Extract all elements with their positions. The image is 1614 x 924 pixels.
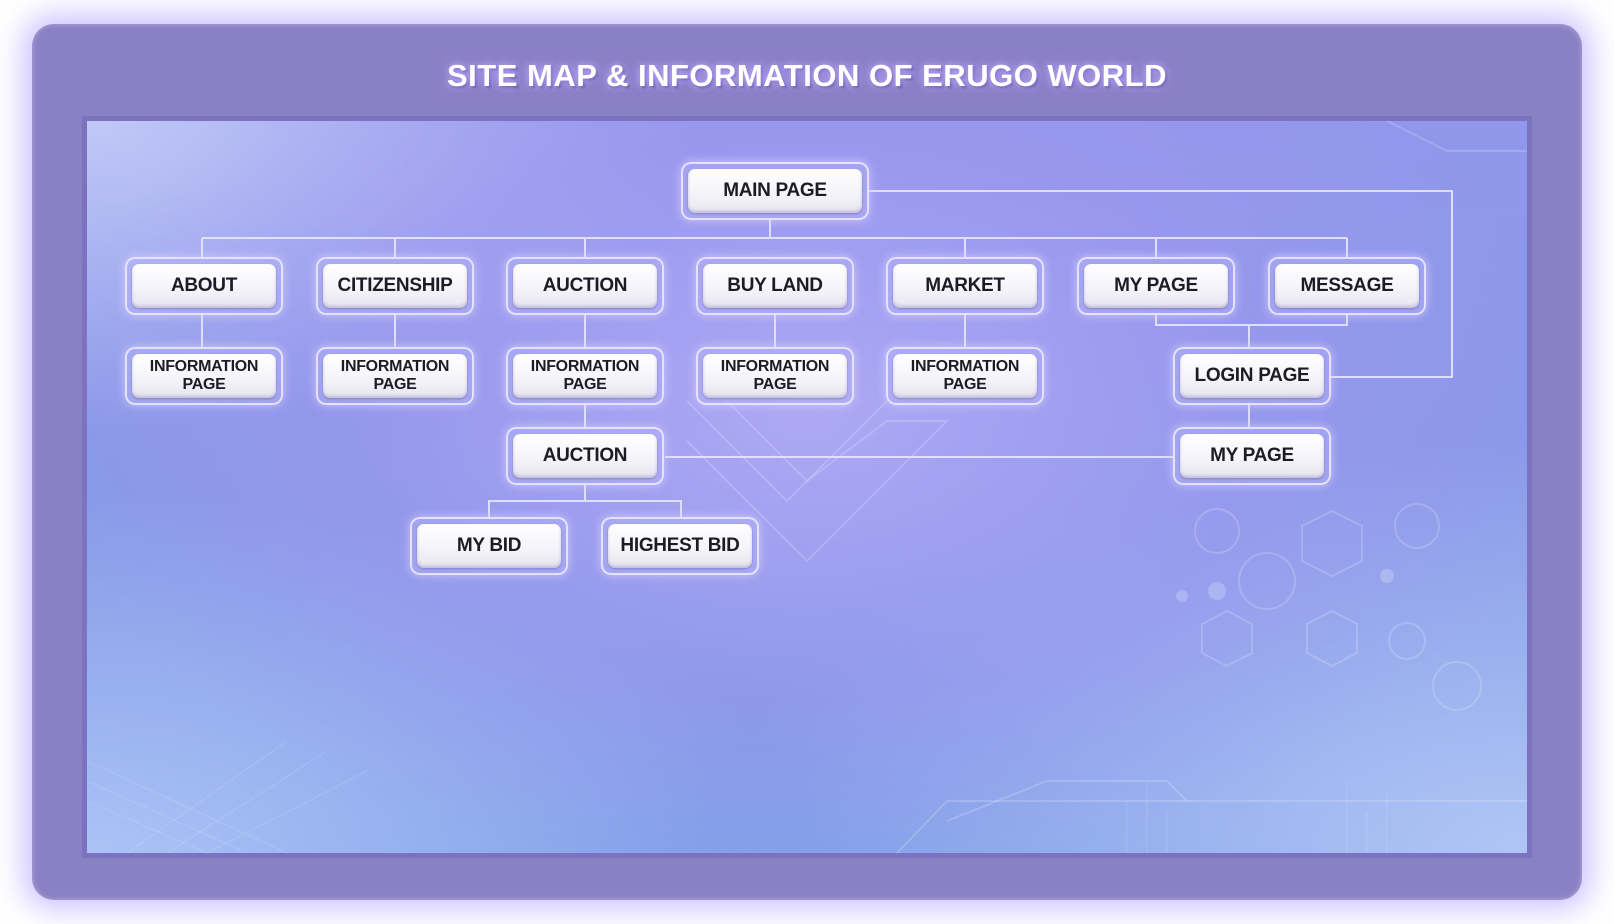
watermark-chevron-1 xyxy=(686,400,888,503)
watermark-chevron-2 xyxy=(686,400,950,563)
node-my-bid[interactable]: MY BID xyxy=(410,517,568,575)
background-decoration xyxy=(87,121,1527,853)
connector-lines xyxy=(201,190,1453,517)
node-my-page[interactable]: MY PAGE xyxy=(1077,257,1235,315)
my-bid-label: MY BID xyxy=(417,524,561,568)
node-about-information-page[interactable]: INFORMATION PAGE xyxy=(125,347,283,405)
deco-circle-3 xyxy=(1394,503,1440,549)
node-citizenship-information-page[interactable]: INFORMATION PAGE xyxy=(316,347,474,405)
deco-circuit-1 xyxy=(896,800,1527,853)
auction-sub-label: AUCTION xyxy=(513,434,657,478)
login-page-label: LOGIN PAGE xyxy=(1180,354,1324,398)
message-label: MESSAGE xyxy=(1275,264,1419,308)
node-auction-sub[interactable]: AUCTION xyxy=(506,427,664,485)
page-title: SITE MAP & INFORMATION OF ERUGO WORLD xyxy=(447,58,1167,93)
my-page-sub-label: MY PAGE xyxy=(1180,434,1324,478)
main-page-label: MAIN PAGE xyxy=(688,169,862,213)
connector-main-to-login xyxy=(867,190,1453,378)
auction-label: AUCTION xyxy=(513,264,657,308)
node-my-page-sub[interactable]: MY PAGE xyxy=(1173,427,1331,485)
my-page-label: MY PAGE xyxy=(1084,264,1228,308)
node-citizenship[interactable]: CITIZENSHIP xyxy=(316,257,474,315)
deco-hexagon-3 xyxy=(1306,609,1358,668)
connector-bids-bus xyxy=(488,500,682,517)
deco-hexagon-2 xyxy=(1201,609,1253,668)
node-highest-bid[interactable]: HIGHEST BID xyxy=(601,517,759,575)
sitemap-canvas: MAIN PAGE ABOUT CITIZENSHIP AUCTION BUY … xyxy=(82,116,1532,858)
buy-land-info-label: INFORMATION PAGE xyxy=(703,354,847,398)
connector-mypage-message-join xyxy=(1155,314,1348,326)
market-label: MARKET xyxy=(893,264,1037,308)
about-label: ABOUT xyxy=(132,264,276,308)
sitemap-frame: SITE MAP & INFORMATION OF ERUGO WORLD xyxy=(32,24,1582,900)
node-login-page[interactable]: LOGIN PAGE xyxy=(1173,347,1331,405)
deco-circle-1 xyxy=(1194,508,1240,554)
citizenship-info-label: INFORMATION PAGE xyxy=(323,354,467,398)
node-market-information-page[interactable]: INFORMATION PAGE xyxy=(886,347,1044,405)
buy-land-label: BUY LAND xyxy=(703,264,847,308)
node-message[interactable]: MESSAGE xyxy=(1268,257,1426,315)
market-info-label: INFORMATION PAGE xyxy=(893,354,1037,398)
node-market[interactable]: MARKET xyxy=(886,257,1044,315)
node-auction-information-page[interactable]: INFORMATION PAGE xyxy=(506,347,664,405)
about-info-label: INFORMATION PAGE xyxy=(132,354,276,398)
citizenship-label: CITIZENSHIP xyxy=(323,264,467,308)
node-buy-land[interactable]: BUY LAND xyxy=(696,257,854,315)
node-auction[interactable]: AUCTION xyxy=(506,257,664,315)
deco-circuit-3 xyxy=(1386,121,1527,152)
node-about[interactable]: ABOUT xyxy=(125,257,283,315)
node-buy-land-information-page[interactable]: INFORMATION PAGE xyxy=(696,347,854,405)
deco-circle-5 xyxy=(1432,661,1482,711)
deco-circle-4 xyxy=(1388,622,1426,660)
highest-bid-label: HIGHEST BID xyxy=(608,524,752,568)
deco-circuit-2 xyxy=(946,780,1188,822)
auction-info-label: INFORMATION PAGE xyxy=(513,354,657,398)
node-main-page[interactable]: MAIN PAGE xyxy=(681,162,869,220)
deco-hexagon-1 xyxy=(1301,509,1363,578)
deco-circle-2 xyxy=(1238,552,1296,610)
